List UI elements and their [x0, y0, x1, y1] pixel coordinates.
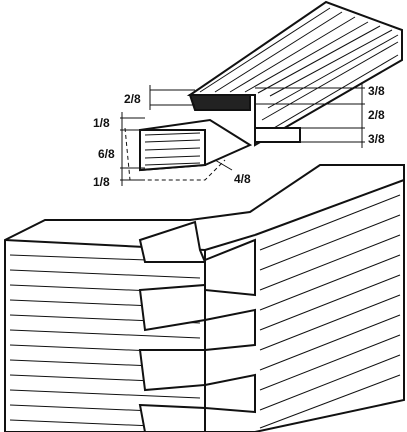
- dovetail-sockets: [138, 220, 256, 432]
- dimension-lines: [120, 82, 365, 186]
- label-right-bottom: 3/8: [368, 132, 385, 146]
- label-left-bottom: 1/8: [93, 175, 110, 189]
- label-center-depth: 4/8: [234, 172, 251, 186]
- label-left-top: 1/8: [93, 116, 110, 130]
- label-right-top: 3/8: [368, 84, 385, 98]
- dovetail-tenon: [124, 94, 301, 181]
- label-right-mid: 2/8: [368, 108, 385, 122]
- dimension-labels: 2/8 1/8 6/8 1/8 4/8 3/8 2/8 3/8: [93, 84, 385, 189]
- label-left-mid: 6/8: [98, 147, 115, 161]
- upper-beam: [186, 0, 403, 147]
- label-top-left: 2/8: [124, 92, 141, 106]
